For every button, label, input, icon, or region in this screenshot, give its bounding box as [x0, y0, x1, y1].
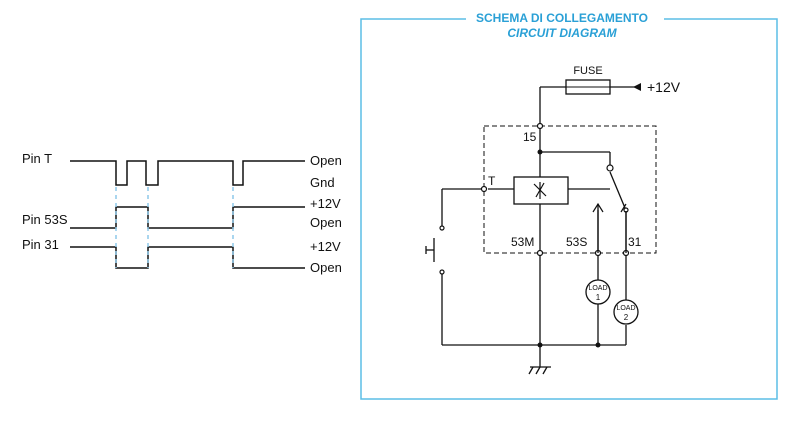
- pin-31-label: Pin 31: [22, 237, 59, 252]
- state-31-high: +12V: [310, 239, 341, 254]
- junction-dots: [537, 149, 601, 348]
- diagram-title: SCHEMA DI COLLEGAMENTO: [476, 11, 648, 25]
- circuit-frame: [360, 18, 778, 400]
- load-2: LOAD 2: [613, 299, 639, 325]
- terminal-31-marker: [620, 203, 627, 213]
- load-1-label: LOAD: [588, 285, 607, 292]
- pin-53s-waveform: [70, 206, 305, 229]
- transistor-icon: [533, 182, 547, 199]
- state-31-low: Open: [310, 260, 342, 275]
- diagram-subtitle: CIRCUIT DIAGRAM: [507, 26, 617, 40]
- timing-guides: [115, 187, 234, 268]
- circuit-panel: SCHEMA DI COLLEGAMENTO CIRCUIT DIAGRAM: [360, 11, 778, 400]
- timing-diagram: Pin T Pin 53S Pin 31 Open Gnd +12V Open …: [22, 151, 342, 275]
- supply-label: +12V: [647, 79, 681, 95]
- pin-t-waveform: [70, 160, 305, 186]
- wiring: [441, 86, 640, 367]
- terminals: [439, 122, 630, 275]
- pin-53m-label: 53M: [511, 235, 534, 249]
- pin-t-label: Pin T: [22, 151, 52, 166]
- state-53s-low: Open: [310, 215, 342, 230]
- state-t-high: Open: [310, 153, 342, 168]
- push-button-icon: [425, 238, 435, 262]
- pin-53s-terminal-label: 53S: [566, 235, 587, 249]
- state-t-low: Gnd: [310, 175, 335, 190]
- state-53s-high: +12V: [310, 196, 341, 211]
- load-2-label: LOAD: [616, 305, 635, 312]
- relay-module-box: [483, 125, 657, 254]
- supply-arrow-icon: [633, 83, 641, 91]
- fuse-label: FUSE: [573, 65, 602, 77]
- pin-t-terminal-label: T: [488, 174, 496, 188]
- pin-53s-label: Pin 53S: [22, 212, 68, 227]
- pin-15-label: 15: [523, 130, 537, 144]
- load-2-number: 2: [624, 313, 629, 322]
- load-1: LOAD 1: [585, 279, 611, 305]
- pin-31-waveform: [70, 246, 305, 269]
- ground-icon: [528, 366, 551, 375]
- load-1-number: 1: [596, 293, 601, 302]
- pin-31-terminal-label: 31: [628, 235, 642, 249]
